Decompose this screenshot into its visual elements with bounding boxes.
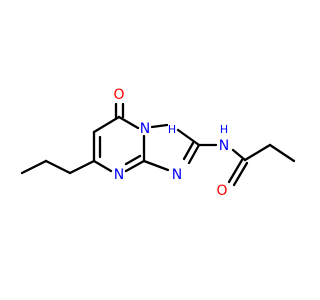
bond-co-o — [227, 158, 244, 184]
atom-n-bridge: N — [140, 121, 150, 137]
atom-labels: O N H N H N N O — [113, 87, 229, 199]
bond-n4-c3a — [124, 159, 146, 173]
molecule-structure: O N H N H N N O — [20, 87, 296, 199]
atom-n-amide: N — [219, 138, 229, 154]
bond-co-o-double — [232, 161, 249, 187]
atom-o-carbonyl-ring: O — [113, 87, 124, 103]
bond-ch2-ch3 — [268, 143, 296, 163]
bond-propyl-c1-c2 — [44, 159, 72, 175]
bond-c2-n3-double — [182, 141, 195, 161]
bond-c5-n4 — [92, 159, 113, 173]
bond-co-ch2 — [243, 143, 272, 162]
bond-n3-c3a — [142, 159, 170, 172]
bond-c2-n3 — [187, 143, 201, 165]
bond-n2-c2 — [176, 128, 201, 147]
atom-n-triazole: N — [172, 167, 182, 183]
bond-n1-n2 — [150, 123, 169, 129]
bond-lines — [20, 102, 296, 187]
bond-c7-c6 — [92, 115, 121, 134]
bond-nh-co — [231, 148, 247, 162]
bond-propyl-c2-c3 — [20, 159, 48, 175]
bond-c7-n1 — [117, 115, 140, 130]
atom-h-amide: H — [220, 123, 228, 136]
atom-h-on-n: H — [168, 123, 176, 136]
atom-n-pyrimidine: N — [114, 167, 124, 183]
bond-n4-c3a-double — [124, 154, 142, 166]
atom-o-amide: O — [216, 183, 227, 199]
bond-c5-propyl-c1 — [68, 159, 96, 175]
